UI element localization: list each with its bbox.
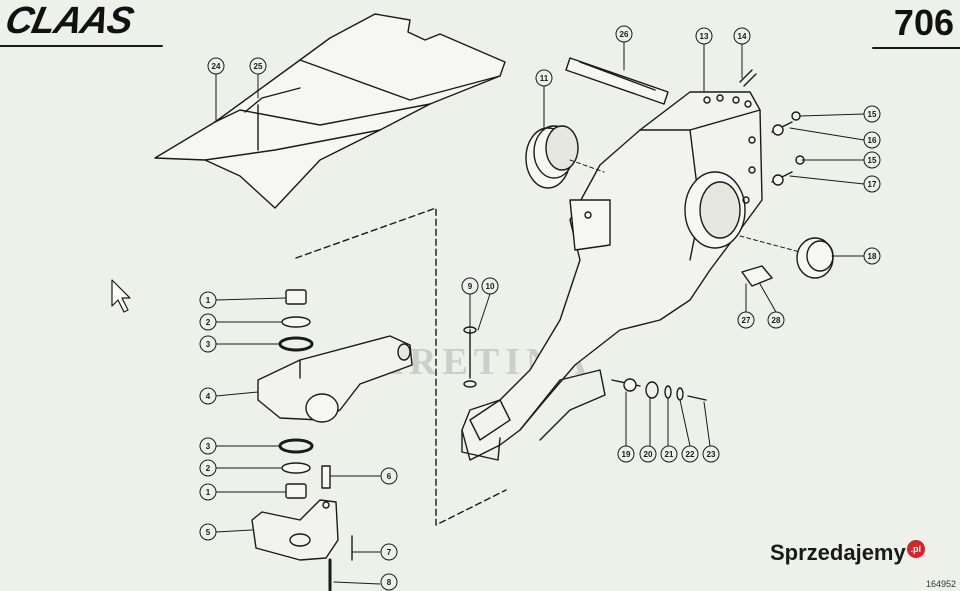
svg-text:13: 13	[700, 32, 709, 41]
callout-3a: 3	[199, 335, 217, 353]
callout-1a: 1	[199, 291, 217, 309]
svg-text:26: 26	[620, 30, 629, 39]
seal-2-bottom	[281, 462, 311, 474]
callout-17: 17	[863, 175, 881, 193]
callout-14: 14	[733, 27, 751, 45]
bolt-14	[739, 69, 757, 87]
callout-26: 26	[615, 25, 633, 43]
bushing-1-bottom	[285, 483, 307, 499]
callout-28: 28	[767, 311, 785, 329]
washer-22	[676, 387, 684, 401]
svg-text:1: 1	[206, 296, 211, 305]
callout-1b: 1	[199, 483, 217, 501]
svg-text:14: 14	[738, 32, 747, 41]
callout-15b: 15	[863, 151, 881, 169]
callout-6: 6	[380, 467, 398, 485]
svg-text:16: 16	[868, 136, 877, 145]
bushing-11	[525, 125, 579, 189]
svg-text:11: 11	[540, 74, 549, 83]
bolt-16	[771, 121, 793, 136]
bracket-27	[741, 265, 773, 287]
callout-7: 7	[380, 543, 398, 561]
callout-24: 24	[207, 57, 225, 75]
svg-text:19: 19	[622, 450, 631, 459]
bolt-9-10	[463, 326, 477, 388]
bolt-17	[771, 171, 793, 186]
assembly-dashed-line	[295, 207, 507, 526]
washer-15a	[791, 111, 801, 121]
svg-text:4: 4	[206, 392, 211, 401]
svg-text:17: 17	[868, 180, 877, 189]
svg-text:2: 2	[206, 464, 211, 473]
svg-text:24: 24	[212, 62, 221, 71]
cover-plate-24	[154, 13, 506, 209]
callout-3b: 3	[199, 437, 217, 455]
bushing-1-top	[285, 289, 307, 305]
svg-text:23: 23	[707, 450, 716, 459]
callout-9: 9	[461, 277, 479, 295]
svg-text:5: 5	[206, 528, 211, 537]
svg-text:18: 18	[868, 252, 877, 261]
seal-2-top	[281, 316, 311, 328]
callout-23: 23	[702, 445, 720, 463]
callout-20: 20	[639, 445, 657, 463]
svg-text:10: 10	[486, 282, 495, 291]
callout-5: 5	[199, 523, 217, 541]
svg-text:2: 2	[206, 318, 211, 327]
bracket-5	[251, 499, 339, 561]
svg-text:3: 3	[206, 340, 211, 349]
callout-2a: 2	[199, 313, 217, 331]
pin-6	[321, 465, 331, 489]
svg-text:9: 9	[468, 282, 473, 291]
callout-21: 21	[660, 445, 678, 463]
bolt-19	[611, 378, 641, 392]
svg-text:15: 15	[868, 156, 877, 165]
callout-15a: 15	[863, 105, 881, 123]
svg-text:1: 1	[206, 488, 211, 497]
strip-26	[565, 57, 669, 105]
mouse-cursor-icon	[111, 279, 131, 313]
svg-text:7: 7	[387, 548, 392, 557]
svg-text:27: 27	[742, 316, 751, 325]
svg-text:3: 3	[206, 442, 211, 451]
callout-8: 8	[380, 573, 398, 591]
callout-18: 18	[863, 247, 881, 265]
svg-text:6: 6	[387, 472, 392, 481]
oring-3-top	[278, 336, 314, 352]
sprzedajemy-watermark: Sprzedajemy.pl	[770, 540, 925, 566]
ring-18	[796, 237, 834, 279]
document-code: 164952	[925, 579, 956, 589]
callout-13: 13	[695, 27, 713, 45]
svg-text:8: 8	[387, 578, 392, 587]
svg-text:22: 22	[686, 450, 695, 459]
svg-text:15: 15	[868, 110, 877, 119]
screw-23	[687, 395, 707, 401]
page-number: 706	[893, 2, 954, 43]
callout-16: 16	[863, 131, 881, 149]
svg-text:25: 25	[254, 62, 263, 71]
callout-19: 19	[617, 445, 635, 463]
callout-4: 4	[199, 387, 217, 405]
main-housing	[461, 91, 763, 461]
callout-11: 11	[535, 69, 553, 87]
callout-10: 10	[481, 277, 499, 295]
svg-text:21: 21	[665, 450, 674, 459]
oring-3-bottom	[278, 438, 314, 454]
swing-arm-4	[257, 335, 413, 423]
svg-text:20: 20	[644, 450, 653, 459]
washer-21	[664, 385, 672, 399]
washer-20	[645, 381, 659, 399]
callout-27: 27	[737, 311, 755, 329]
callout-25: 25	[249, 57, 267, 75]
callout-2b: 2	[199, 459, 217, 477]
callout-22: 22	[681, 445, 699, 463]
svg-text:28: 28	[772, 316, 781, 325]
